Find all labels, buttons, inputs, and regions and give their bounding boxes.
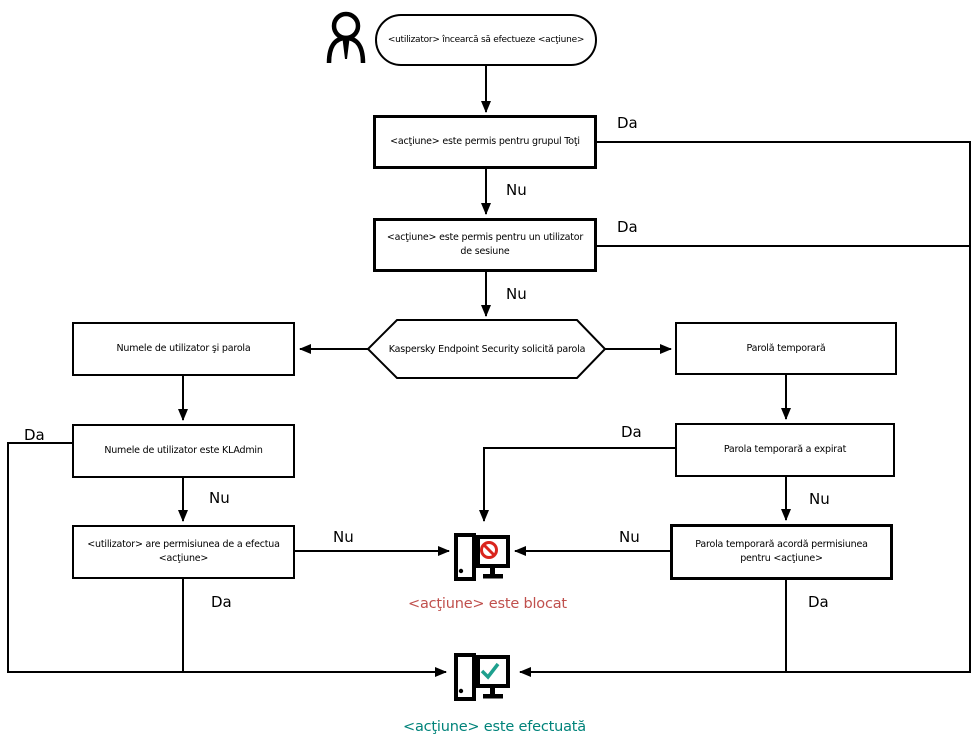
node-allowed-for-session-user-label: <acţiune> este permis pentru un utilizat… [386,232,584,257]
edge-label-kladmin-nu: Nu [209,489,230,507]
connector-kladmin-da-left-down-to-performed [7,442,447,677]
node-username-password-label: Numele de utilizator şi parola [116,343,251,355]
node-temp-password-expired: Parola temporară a expirat [675,423,895,477]
edge-label-allowed-nu: Nu [506,181,527,199]
node-temporary-password: Parolă temporară [675,322,897,375]
edge-label-expired-da: Da [621,423,642,441]
decision-hexagon [366,319,607,379]
outcome-performed-text: <acţiune> este efectuată [403,719,586,735]
success-computer-icon [454,653,510,701]
edge-label-allowed-da: Da [617,114,638,132]
node-temporary-password-label: Parolă temporară [746,342,826,354]
node-password-prompt: Kaspersky Endpoint Security solicită par… [380,320,594,378]
node-allowed-for-all-label: <acţiune> este permis pentru grupul Toţi [390,136,580,148]
edge-label-session-da: Da [617,218,638,236]
edge-label-expired-nu: Nu [809,490,830,508]
node-temp-password-expired-label: Parola temporară a expirat [723,444,847,456]
node-username-is-kladmin-label: Numele de utilizator este KLAdmin [104,445,263,457]
edge-label-session-nu: Nu [506,285,527,303]
node-username-password: Numele de utilizator şi parola [72,322,295,376]
edge-label-perm-nu: Nu [333,528,354,546]
outcome-blocked-text: <acţiune> este blocat [408,596,567,612]
node-allowed-for-all: <acţiune> este permis pentru grupul Toţi [373,115,597,169]
node-user-has-permission-label: <utilizator> are permisiunea de a efectu… [87,539,280,564]
node-user-has-permission: <utilizator> are permisiunea de a efectu… [72,525,295,579]
connector-expired-da-to-blocked [479,447,675,522]
blocked-computer-icon [454,533,510,581]
prohibit-icon [480,541,498,559]
edge-label-kladmin-da: Da [24,426,45,444]
node-start-label: <utilizator> încearcă să efectueze <acţi… [387,35,585,45]
node-start: <utilizator> încearcă să efectueze <acţi… [375,14,597,66]
edge-label-grant-nu: Nu [619,528,640,546]
node-username-is-kladmin: Numele de utilizator este KLAdmin [72,424,295,478]
node-temp-password-grants-label: Parola temporară acordă permisiunea pent… [695,539,868,564]
edge-label-grant-da: Da [808,593,829,611]
connector-allowed-da-right-down-to-performed [519,141,971,677]
edge-label-perm-da: Da [211,593,232,611]
node-password-prompt-label: Kaspersky Endpoint Security solicită par… [388,343,586,355]
user-icon [326,11,366,64]
node-temp-password-grants: Parola temporară acordă permisiunea pent… [670,524,893,580]
check-icon [480,662,500,680]
node-allowed-for-session-user: <acţiune> este permis pentru un utilizat… [373,218,597,272]
